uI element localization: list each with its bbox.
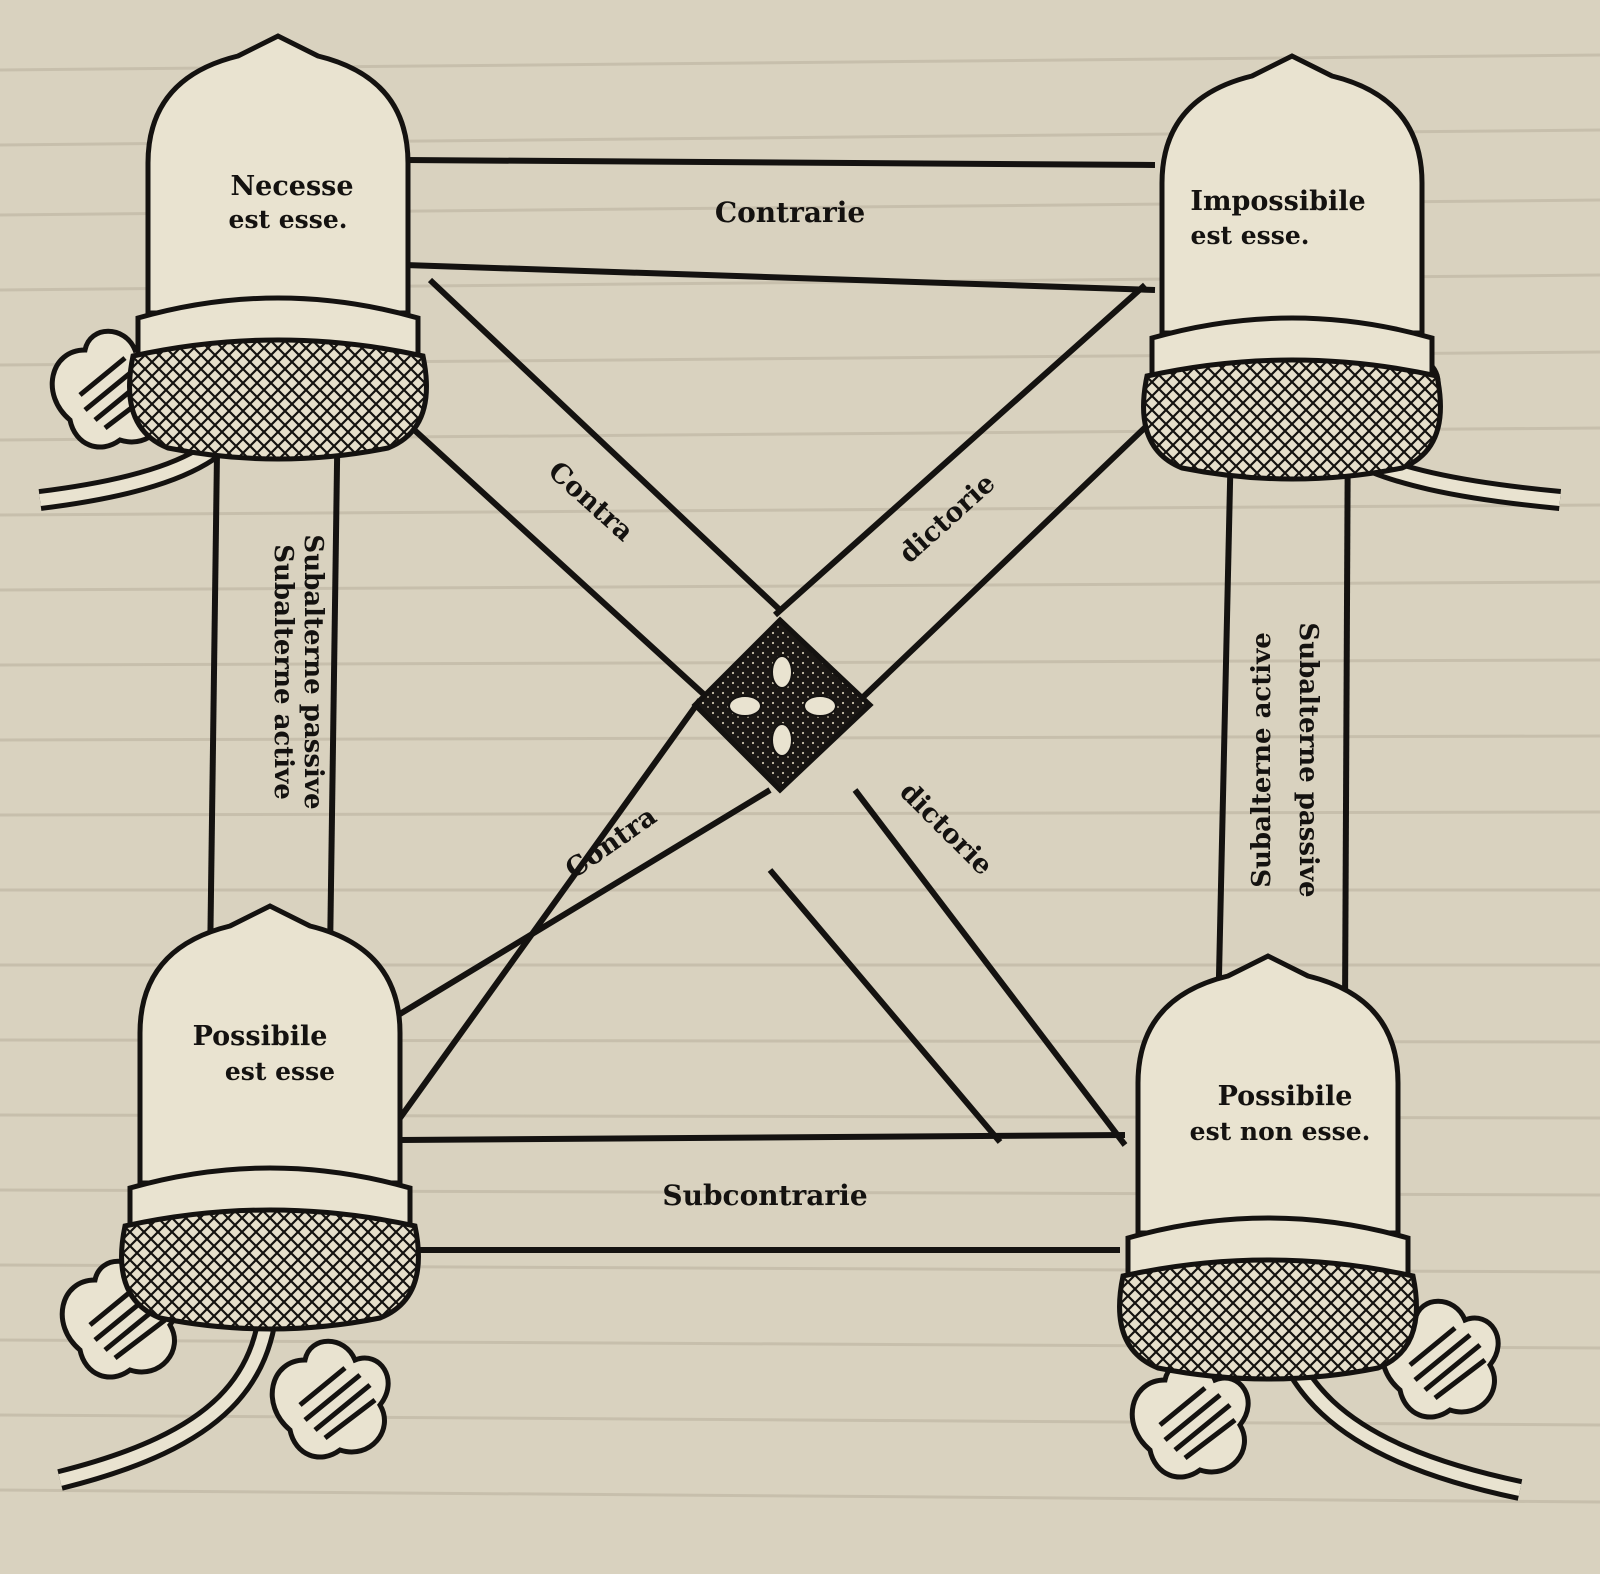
corner-top-right-line1: Impossibile <box>1190 186 1365 217</box>
corner-top-left-line1: Necesse <box>230 171 353 202</box>
edge-left-outer-label: Subalterne passive <box>298 534 328 809</box>
corner-bottom-left-line2: est esse <box>225 1057 335 1086</box>
corner-bottom-right-line1: Possibile <box>1218 1081 1353 1112</box>
diagonal-bands <box>362 277 1203 1147</box>
edge-right-outer-label: Subalterne passive <box>1293 622 1323 897</box>
acorn-bottom-right <box>1120 956 1417 1379</box>
corner-bottom-right-line2: est non esse. <box>1190 1117 1371 1146</box>
acorn-top-right <box>1144 56 1441 479</box>
corner-top-right-line2: est esse. <box>1191 221 1310 250</box>
corner-bottom-left-line1: Possibile <box>193 1021 328 1052</box>
acorn-top-left <box>130 36 427 459</box>
edge-left-inner-label: Subalterne active <box>268 544 298 800</box>
edge-top-label: Contrarie <box>715 196 865 229</box>
edge-bands <box>207 157 1351 1253</box>
edge-bottom-label: Subcontrarie <box>662 1179 867 1212</box>
corner-top-left-line2: est esse. <box>229 205 348 234</box>
edge-right-inner-label: Subalterne active <box>1247 632 1277 888</box>
acorn-bottom-left <box>122 906 419 1329</box>
center-ornament <box>691 616 874 794</box>
